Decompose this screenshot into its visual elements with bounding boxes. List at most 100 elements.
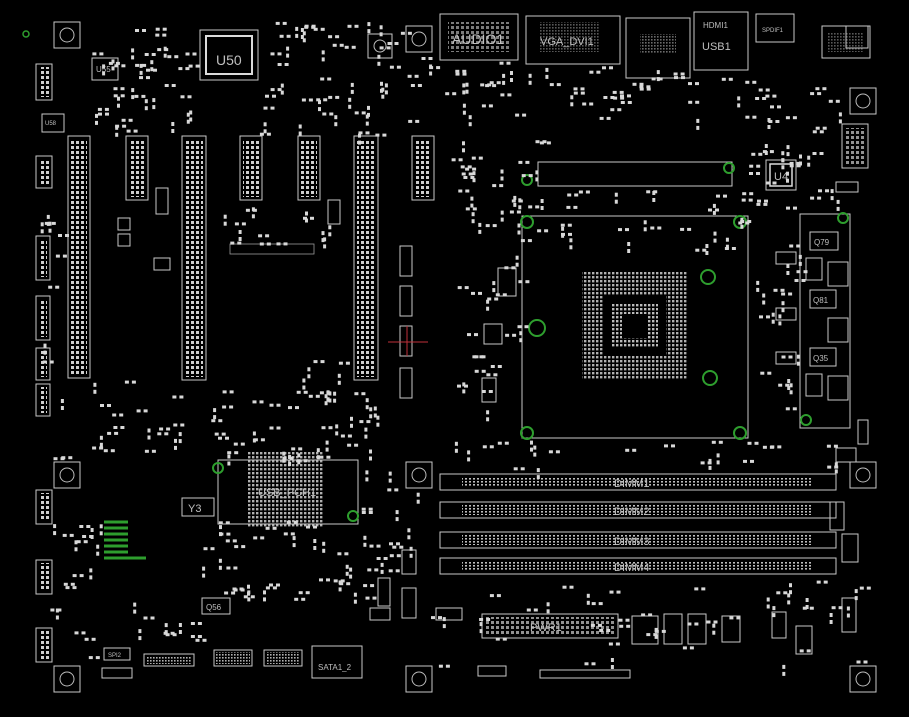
smd-pad	[277, 63, 282, 66]
smd-pad	[203, 547, 208, 551]
smd-pad	[569, 245, 573, 250]
smd-pad	[234, 451, 239, 455]
smd-pad	[819, 152, 824, 155]
smd-pad	[368, 511, 373, 514]
smd-pad	[582, 102, 587, 106]
smd-pad	[696, 125, 700, 130]
smd-pad	[620, 101, 625, 104]
smd-components	[40, 21, 871, 676]
smd-pad	[380, 88, 383, 93]
smd-pad	[526, 608, 531, 612]
smd-pad	[712, 630, 716, 635]
smd-pad	[620, 94, 624, 98]
smd-pad	[836, 206, 840, 211]
smd-pad	[361, 511, 366, 514]
smd-pad	[222, 405, 227, 409]
smd-pad	[591, 602, 596, 606]
smd-pad	[72, 574, 77, 578]
smd-pad	[615, 642, 620, 646]
smd-pad	[338, 361, 343, 365]
smd-pad	[186, 112, 190, 117]
smd-pad	[121, 64, 126, 68]
smd-pad	[736, 616, 741, 620]
smd-pad	[377, 61, 381, 66]
smd-pad	[316, 448, 320, 453]
smd-pad	[339, 582, 344, 586]
smd-pad	[570, 95, 574, 100]
smd-pad	[613, 96, 618, 100]
smd-pad	[394, 488, 399, 492]
smd-pad	[186, 119, 190, 124]
smd-pad	[367, 112, 370, 117]
smd-pad	[513, 195, 517, 200]
smd-pad	[442, 624, 446, 629]
smd-pad	[574, 193, 579, 197]
smd-pad	[313, 539, 317, 543]
smd-pad	[566, 205, 571, 209]
smd-pad	[805, 598, 809, 602]
smd-pad	[757, 199, 761, 203]
smd-pad	[488, 104, 493, 108]
smd-pad	[348, 97, 352, 102]
smd-pad	[496, 81, 501, 85]
smd-pad	[775, 120, 780, 123]
smd-pad	[233, 566, 238, 570]
smd-pad	[335, 431, 339, 436]
smd-pad	[350, 89, 354, 94]
smd-pad	[303, 216, 307, 220]
dimm-slot-2: DIMM2	[439, 501, 837, 519]
smd-pad	[457, 384, 461, 388]
smd-pad	[512, 333, 517, 337]
smd-pad	[680, 72, 685, 76]
smd-pad	[302, 385, 306, 390]
smd-pad	[799, 161, 802, 166]
smd-pad	[490, 365, 495, 368]
smd-pad	[304, 25, 309, 29]
smd-pad	[234, 545, 239, 549]
smd-pad	[74, 547, 78, 552]
smd-pad	[489, 445, 494, 449]
smd-pad	[463, 176, 468, 179]
smd-pad	[502, 80, 506, 85]
smd-pad	[826, 444, 831, 448]
smd-pad	[455, 72, 460, 76]
smd-pad	[150, 67, 154, 72]
smd-pad	[462, 90, 466, 95]
smd-pad	[482, 445, 487, 449]
smd-pad	[464, 286, 469, 290]
smd-pad	[548, 450, 553, 454]
smd-pad	[60, 399, 64, 403]
smd-pad	[227, 461, 231, 466]
smd-pad	[778, 321, 782, 326]
smd-pad	[695, 248, 700, 252]
smd-pad	[135, 63, 140, 67]
smd-pad	[313, 525, 317, 529]
smd-pad	[481, 355, 486, 359]
smd-pad	[238, 230, 242, 234]
smd-pad	[219, 532, 224, 536]
smd-pad	[365, 131, 370, 135]
smd-pad	[150, 60, 154, 65]
smd-pad	[146, 68, 150, 72]
smd-pad	[340, 579, 345, 583]
smd-pad	[218, 565, 222, 570]
smd-pad	[300, 28, 304, 32]
smd-pad	[838, 119, 842, 124]
smd-pad	[515, 262, 519, 267]
smd-pad	[339, 43, 344, 47]
smd-pad	[749, 192, 754, 196]
smd-pad	[55, 254, 60, 258]
smd-pad	[533, 608, 538, 612]
smd-pad	[657, 226, 662, 230]
smd-pad	[308, 98, 313, 102]
smd-pad	[474, 355, 479, 359]
smd-pad	[545, 74, 549, 79]
smd-pad	[139, 63, 143, 68]
smd-pad	[358, 133, 361, 138]
smd-pad	[388, 569, 393, 573]
smd-pad	[279, 34, 284, 38]
smd-pad	[713, 238, 717, 243]
smd-pad	[102, 64, 106, 69]
smd-pad	[818, 189, 822, 193]
smd-pad	[43, 343, 47, 348]
